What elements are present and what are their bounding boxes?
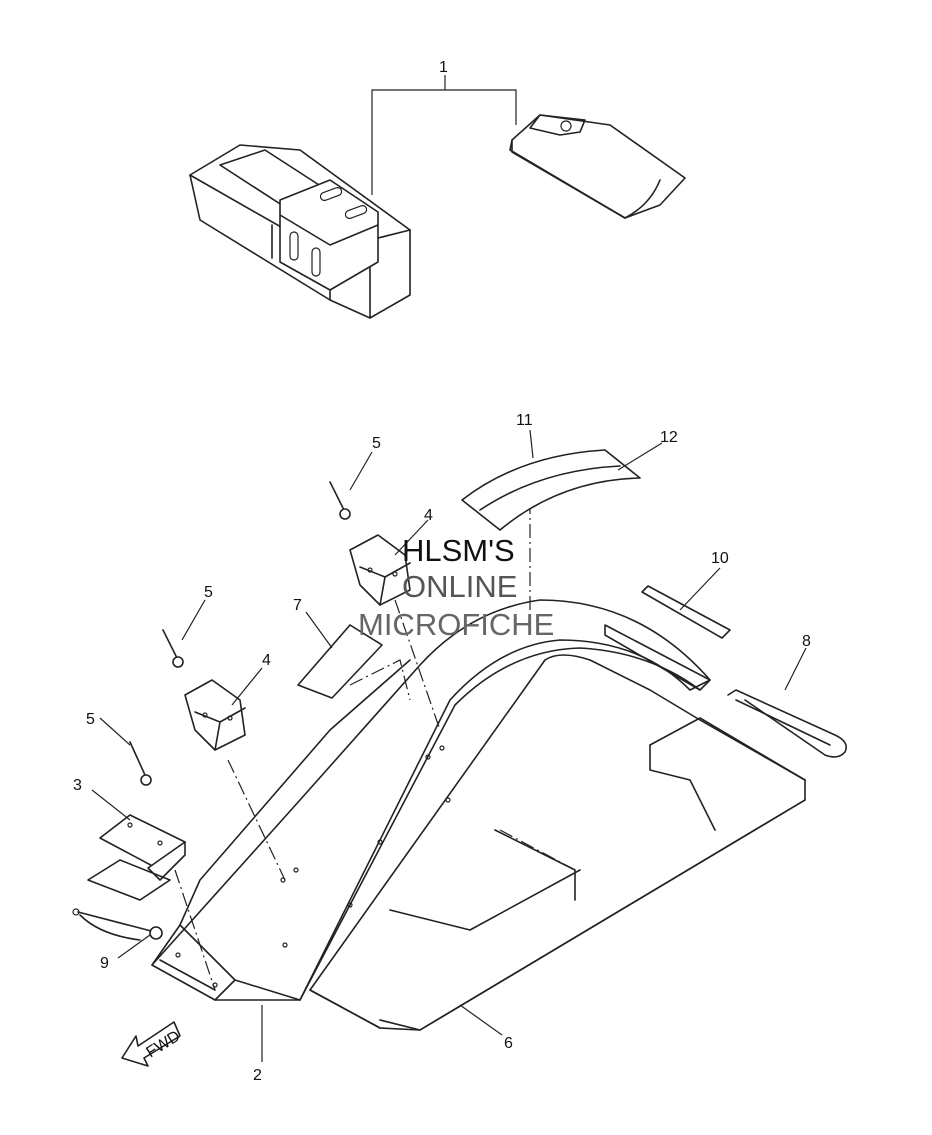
rivet-5-low: [129, 741, 152, 786]
callout-4-left: 4: [262, 652, 271, 669]
watermark-line-2: ONLINE: [402, 569, 518, 604]
callout-6: 6: [504, 1035, 513, 1052]
fwd-arrow: FWD: [121, 1021, 183, 1067]
callout-1: 1: [439, 59, 448, 76]
centerline-7: [349, 659, 411, 701]
callout-12: 12: [660, 429, 678, 446]
centerline-4-right: [394, 599, 441, 731]
watermark-line-3: MICROFICHE: [358, 607, 555, 642]
bracket-4-right: [349, 534, 411, 606]
callout-2: 2: [253, 1067, 262, 1084]
strip-11-12: [461, 449, 641, 531]
bar-10: [641, 585, 731, 639]
tool-kit-group: [189, 89, 686, 319]
leader-lines: [91, 75, 807, 1062]
hook-8: [727, 689, 848, 758]
watermark-line-1: HLSM'S: [402, 533, 515, 568]
centerline-4-left: [227, 759, 286, 881]
callout-4-right: 4: [424, 507, 433, 524]
callout-5-mid: 5: [204, 584, 213, 601]
seat-base-plate: [151, 599, 711, 1001]
tool-pouch: [509, 114, 686, 219]
rivet-5-top: [329, 481, 351, 520]
pin-9: [72, 908, 163, 941]
callout-5-top: 5: [372, 435, 381, 452]
mounting-holes: [175, 745, 451, 988]
bracket-4-left: [184, 679, 246, 751]
callout-8: 8: [802, 633, 811, 650]
callout-10: 10: [711, 550, 729, 567]
callout-5-low: 5: [86, 711, 95, 728]
hinge-3: [87, 814, 186, 901]
centerline-6: [499, 829, 576, 871]
tool-box: [189, 144, 411, 319]
callout-7: 7: [293, 597, 302, 614]
hook-8-inner: [735, 699, 831, 746]
callout-bracket-1: [371, 89, 517, 195]
bottom-plate: [309, 654, 806, 1031]
callout-11: 11: [516, 412, 533, 429]
callout-3: 3: [73, 777, 82, 794]
label-plate-7: [297, 624, 383, 699]
rivet-5-mid: [162, 629, 184, 668]
callout-9: 9: [100, 955, 109, 972]
centerline-3: [174, 869, 216, 991]
